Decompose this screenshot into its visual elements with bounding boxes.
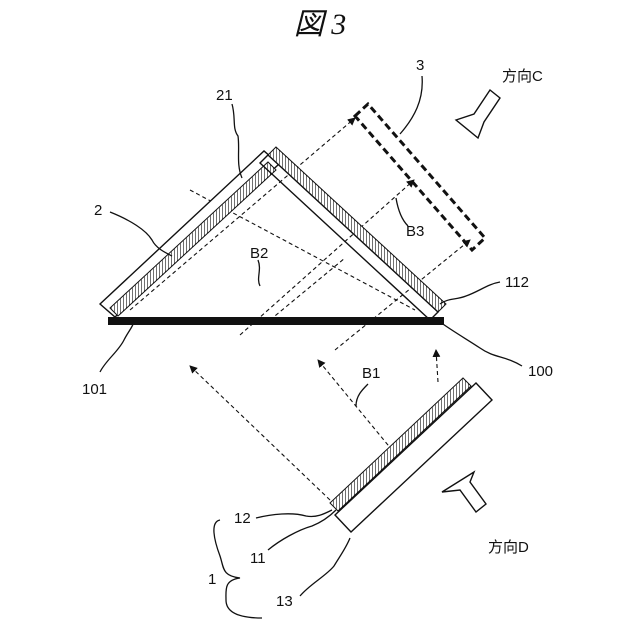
leader-b1 [356, 384, 368, 406]
leader-112 [440, 282, 500, 304]
label-b3: B3 [406, 223, 424, 240]
label-112: 112 [505, 274, 529, 291]
ray-left-out [130, 118, 355, 310]
ray-right-in [436, 350, 438, 382]
ray-reflect-2 [270, 258, 345, 320]
label-3: 3 [416, 57, 424, 74]
leader-100 [440, 322, 522, 366]
label-101: 101 [82, 381, 107, 398]
leader-101 [100, 322, 134, 372]
label-21: 21 [216, 87, 233, 104]
leader-13 [300, 538, 350, 596]
label-11: 11 [250, 550, 266, 567]
label-b2: B2 [250, 245, 268, 262]
brace-1 [214, 520, 262, 618]
label-b1: B1 [362, 365, 380, 382]
direction-d-label: 方向D [488, 539, 529, 556]
leader-b2 [258, 260, 260, 286]
direction-d-arrow-icon [442, 472, 486, 512]
label-1: 1 [208, 571, 216, 588]
leader-3 [400, 76, 422, 134]
leader-11 [268, 510, 336, 550]
direction-c-arrow-icon [456, 90, 500, 138]
ray-left-in [190, 366, 330, 500]
label-13: 13 [276, 593, 293, 610]
hatched-layer-21 [110, 162, 276, 316]
ray-mid-in [318, 360, 397, 456]
leader-12 [256, 510, 332, 518]
leader-b3 [396, 198, 408, 226]
label-12: 12 [234, 510, 251, 527]
figure-title: 図 3 [294, 8, 347, 41]
direction-c-label: 方向C [502, 68, 543, 85]
panel-13 [335, 383, 492, 532]
label-100: 100 [528, 363, 553, 380]
label-2: 2 [94, 202, 102, 219]
leader-21 [232, 104, 242, 178]
leader-lines [100, 76, 522, 618]
plate-101 [108, 317, 444, 325]
